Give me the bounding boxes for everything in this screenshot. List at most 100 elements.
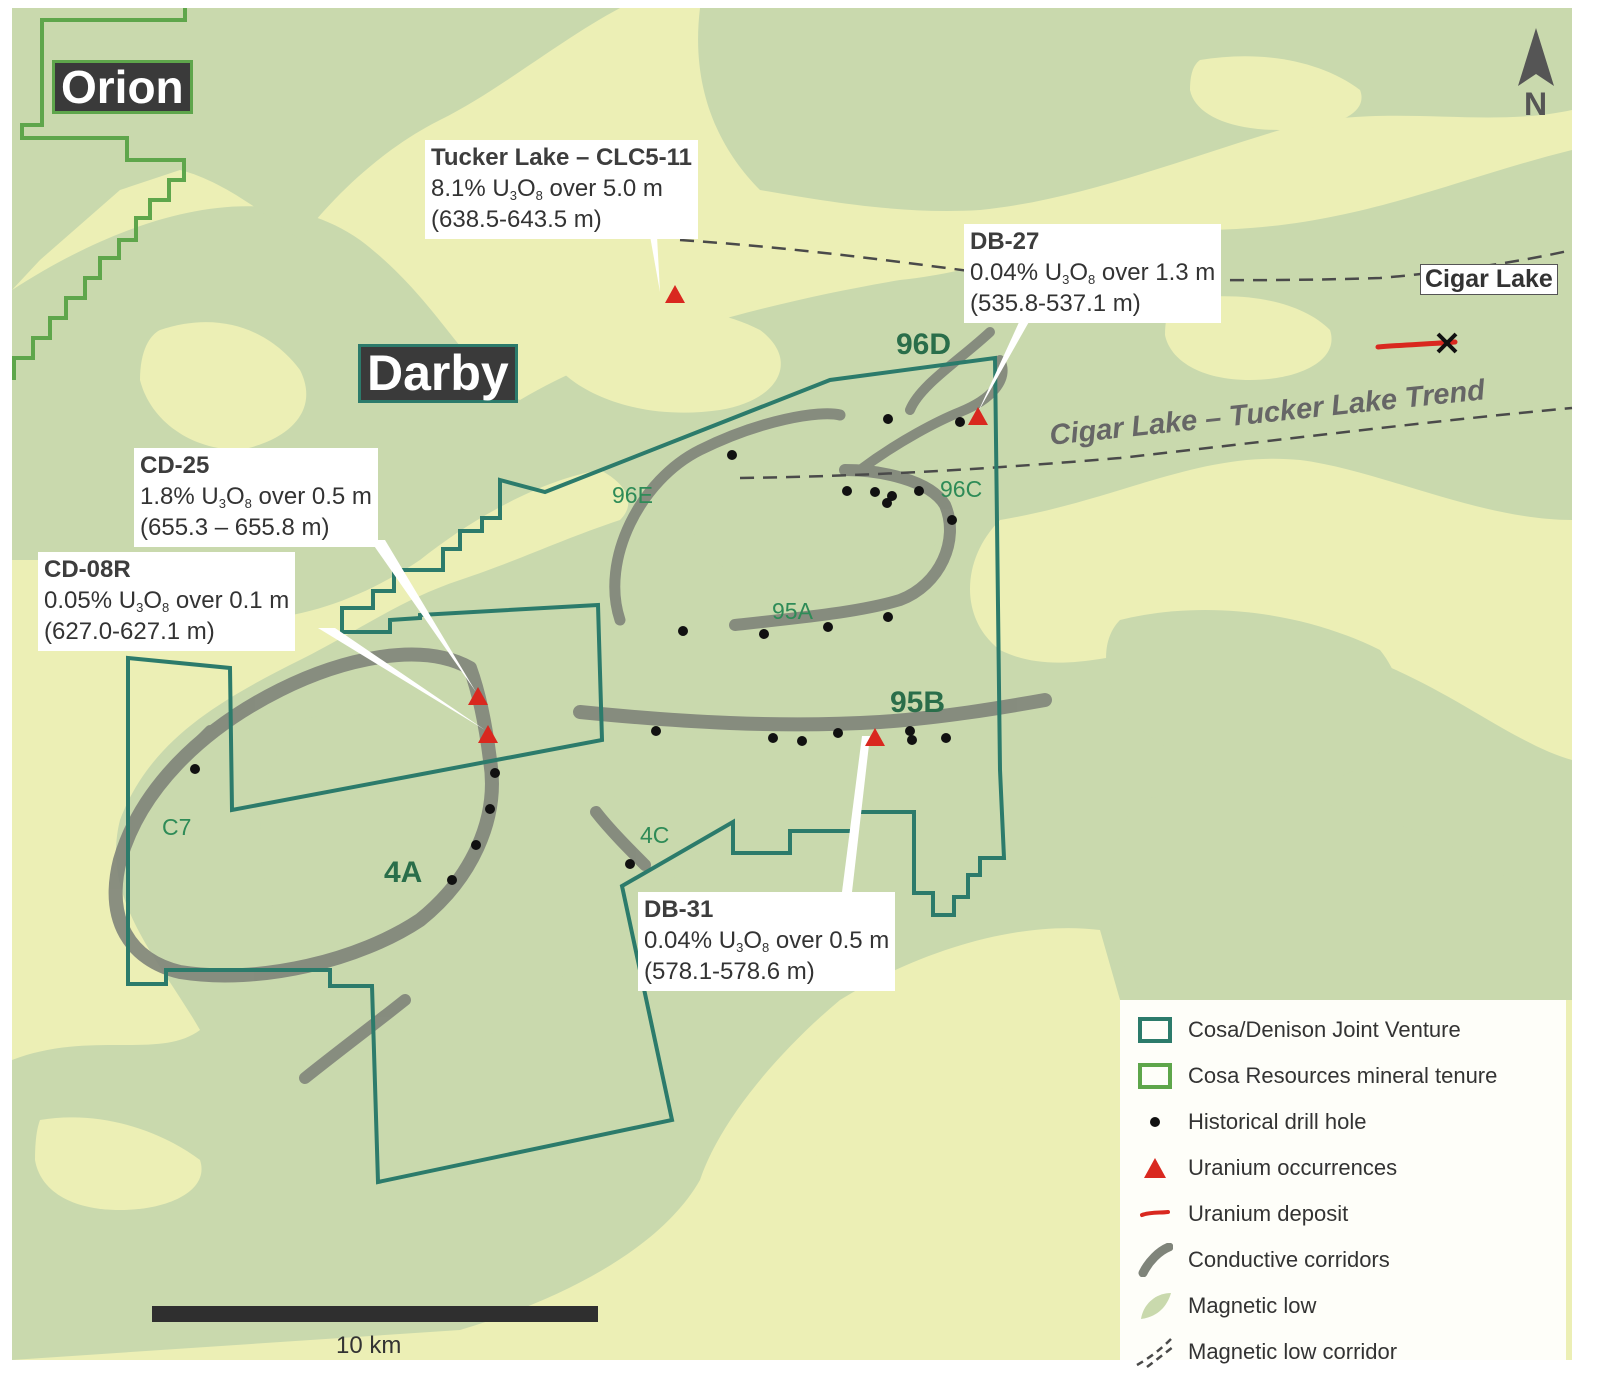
drill-holes [190,414,965,885]
drill-hole [905,726,915,736]
callout-grade: 0.04% U3O8 over 0.5 m [644,927,890,955]
legend-item: Historical drill hole [1132,1102,1367,1142]
dashed-line-icon [1132,1332,1178,1372]
occurrence-triangle-icon [665,285,685,303]
drill-hole [471,840,481,850]
target-95b: 95B [890,686,946,719]
scale-bar [152,1306,598,1322]
target-c7: C7 [162,814,192,840]
callout-interval: (535.8-537.1 m) [970,290,1141,317]
drill-hole [833,728,843,738]
uranium-occurrences [468,285,988,746]
callout-db31: DB-31 0.04% U3O8 over 0.5 m (578.1-578.6… [638,892,896,991]
legend: Cosa/Denison Joint Venture Cosa Resource… [1120,1000,1566,1372]
orion-label: Orion [52,60,193,115]
legend-item: Magnetic low corridor [1132,1332,1397,1372]
north-label: N [1524,86,1548,122]
drill-hole [190,764,200,774]
callout-title: DB-27 [970,228,1040,255]
drill-hole [941,733,951,743]
magnetic-low-areas [12,8,1572,1360]
callout-tucker-lake: Tucker Lake – CLC5-11 8.1% U3O8 over 5.0… [425,140,699,239]
drill-hole [907,735,917,745]
dot-icon [1132,1102,1178,1142]
north-arrow-icon [1518,28,1554,86]
scale-label: 10 km [336,1332,402,1359]
drill-hole [870,487,880,497]
target-4c: 4C [640,822,670,848]
drill-hole [883,612,893,622]
callout-title: DB-31 [644,896,714,923]
corridor-icon [1132,1240,1178,1280]
drill-hole [678,626,688,636]
callout-title: CD-25 [140,452,210,479]
legend-item: Magnetic low [1132,1286,1316,1326]
legend-item: Uranium occurrences [1132,1148,1397,1188]
legend-label: Cosa Resources mineral tenure [1188,1063,1498,1088]
mine-icon [1436,332,1458,354]
magnetic-low-icon [1132,1286,1178,1326]
drill-hole [947,515,957,525]
target-95a: 95A [772,598,813,624]
occurrence-triangle-icon [968,407,988,425]
callout-leaders [318,236,1030,892]
callout-interval: (655.3 – 655.8 m) [140,514,330,541]
drill-hole [485,804,495,814]
legend-label: Uranium deposit [1188,1201,1349,1226]
target-96e: 96E [612,482,653,508]
drill-hole [823,622,833,632]
callout-title: Tucker Lake – CLC5-11 [431,144,693,171]
legend-label: Historical drill hole [1188,1109,1367,1134]
jv-boundary [126,355,1007,1185]
callout-grade: 8.1% U3O8 over 5.0 m [431,175,663,203]
triangle-icon [1132,1148,1178,1188]
cigar-lake-label: Cigar Lake [1420,264,1558,295]
cigar-lake-deposit [1375,332,1458,354]
drill-hole [447,875,457,885]
legend-label: Uranium occurrences [1188,1155,1398,1180]
tenure-box-icon [1132,1056,1178,1096]
legend-label: Magnetic low [1188,1293,1317,1318]
callout-title: CD-08R [44,556,131,583]
legend-item: Cosa Resources mineral tenure [1132,1056,1497,1096]
callout-db27: DB-27 0.04% U3O8 over 1.3 m (535.8-537.1… [964,224,1222,323]
legend-item: Conductive corridors [1132,1240,1390,1280]
target-96d: 96D [896,328,952,361]
jv-box-icon [1132,1010,1178,1050]
target-4a: 4A [384,856,423,889]
callout-cd25: CD-25 1.8% U3O8 over 0.5 m (655.3 – 655.… [134,448,378,547]
legend-item: Cosa/Denison Joint Venture [1132,1010,1461,1050]
drill-hole [887,491,897,501]
callout-interval: (578.1-578.6 m) [644,958,815,985]
cosa-tenure-boundary [12,8,187,380]
occurrence-triangle-icon [468,687,488,705]
occurrence-triangle-icon [865,728,885,746]
callout-grade: 1.8% U3O8 over 0.5 m [140,483,372,511]
occurrence-triangle-icon [478,725,498,743]
callout-cd08r: CD-08R 0.05% U3O8 over 0.1 m (627.0-627.… [38,552,296,651]
deposit-icon [1132,1194,1178,1234]
callout-interval: (627.0-627.1 m) [44,618,215,645]
legend-label: Magnetic low corridor [1188,1339,1398,1364]
drill-hole [759,629,769,639]
legend-label: Conductive corridors [1188,1247,1390,1272]
callout-grade: 0.05% U3O8 over 0.1 m [44,587,290,615]
legend-item: Uranium deposit [1132,1194,1348,1234]
drill-hole [883,414,893,424]
drill-hole [842,486,852,496]
drill-hole [490,768,500,778]
darby-label: Darby [358,344,518,403]
legend-label: Cosa/Denison Joint Venture [1188,1017,1461,1042]
drill-hole [727,450,737,460]
drill-hole [768,733,778,743]
drill-hole [882,498,892,508]
drill-hole [914,486,924,496]
drill-hole [625,859,635,869]
drill-hole [955,417,965,427]
drill-hole [651,726,661,736]
callout-interval: (638.5-643.5 m) [431,206,602,233]
drill-hole [797,736,807,746]
callout-grade: 0.04% U3O8 over 1.3 m [970,259,1216,287]
target-96c: 96C [940,476,983,502]
